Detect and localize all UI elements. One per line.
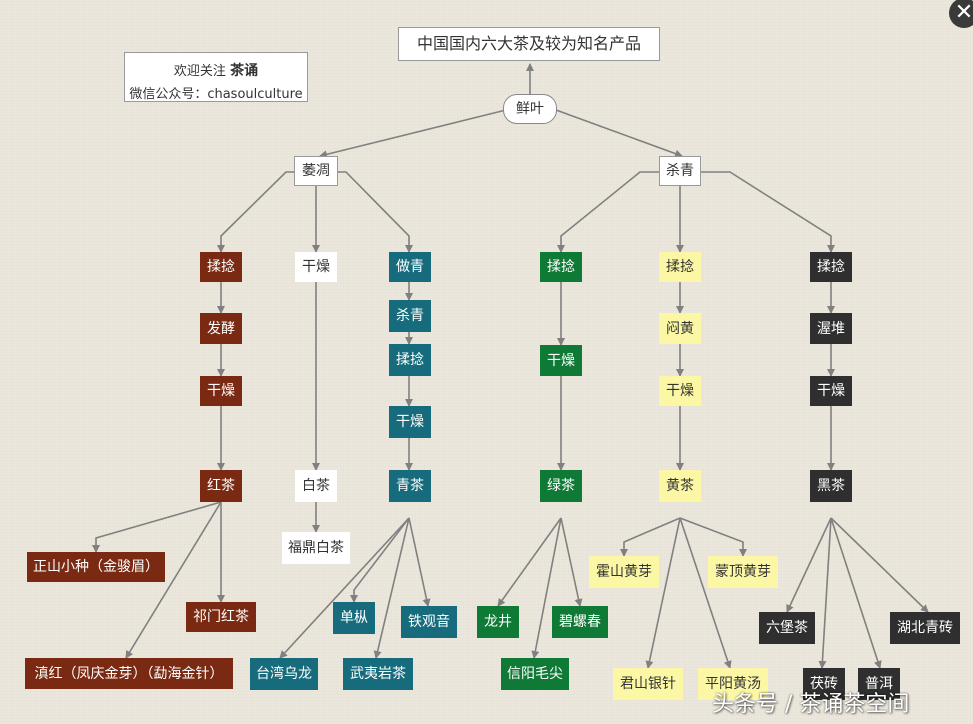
node-green-drying: 干燥 (540, 345, 582, 376)
node-dark-drying: 干燥 (810, 376, 852, 406)
node-yellow-drying: 干燥 (659, 376, 701, 406)
account-welcome-line: 欢迎关注 茶诵 (125, 60, 307, 80)
diagram-title: 中国国内六大茶及较为知名产品 (398, 27, 660, 61)
product-huoshan-huangya: 霍山黄芽 (589, 556, 659, 588)
node-white-tea: 白茶 (295, 470, 337, 502)
node-oolong-rolling: 揉捻 (389, 344, 431, 376)
product-longjing: 龙井 (477, 606, 519, 638)
node-red-tea: 红茶 (200, 470, 242, 502)
product-wuyi-rock-tea: 武夷岩茶 (343, 658, 413, 690)
watermark: 头条号 / 茶诵茶空间 (712, 692, 910, 717)
close-icon[interactable]: ✕ (949, 0, 973, 28)
node-fresh-leaf: 鲜叶 (503, 94, 557, 124)
node-oolong-drying: 干燥 (389, 406, 431, 438)
product-biluochun: 碧螺春 (552, 606, 608, 638)
node-red-rolling: 揉捻 (200, 252, 242, 282)
product-tieguanyin: 铁观音 (401, 606, 457, 638)
node-yellow-yellowing: 闷黄 (659, 313, 701, 344)
product-fuzhuan: 茯砖 (803, 668, 845, 700)
node-dark-tea: 黑茶 (810, 470, 852, 502)
node-white-drying: 干燥 (295, 252, 337, 282)
node-withering: 萎凋 (294, 156, 338, 186)
product-dancong: 单枞 (333, 602, 375, 634)
node-green-tea: 绿茶 (540, 470, 582, 502)
node-yellow-rolling: 揉捻 (659, 252, 701, 282)
account-info-box: 欢迎关注 茶诵 微信公众号：chasoulculture (124, 52, 308, 102)
account-name: 茶诵 (230, 63, 259, 79)
product-pingyang-huangtang: 平阳黄汤 (698, 668, 768, 700)
node-oolong-fixing: 杀青 (389, 300, 431, 332)
product-mengding-huangya: 蒙顶黄芽 (708, 556, 778, 588)
product-puer: 普洱 (858, 668, 900, 700)
node-yellow-tea: 黄茶 (659, 470, 701, 502)
node-red-drying: 干燥 (200, 376, 242, 406)
product-liubao: 六堡茶 (759, 612, 815, 644)
product-fuding-white: 福鼎白茶 (282, 532, 350, 564)
node-oolong-tea: 青茶 (389, 470, 431, 502)
node-oolong-shaking: 做青 (389, 252, 431, 282)
node-dark-rolling: 揉捻 (810, 252, 852, 282)
node-fixing: 杀青 (659, 156, 701, 186)
node-green-rolling: 揉捻 (540, 252, 582, 282)
product-hubei-qingzhuan: 湖北青砖 (890, 612, 960, 644)
wechat-id: 微信公众号：chasoulculture (129, 87, 303, 102)
node-dark-piling: 渥堆 (810, 313, 852, 344)
product-dianhong: 滇红（凤庆金芽）（勐海金针） (25, 658, 233, 689)
welcome-text: 欢迎关注 (173, 64, 226, 79)
product-taiwan-oolong: 台湾乌龙 (250, 658, 318, 690)
product-xinyang-maojian: 信阳毛尖 (501, 658, 569, 690)
product-junshan-yinzhen: 君山银针 (613, 668, 683, 700)
product-zhengshan-xiaozhong: 正山小种（金骏眉） (27, 552, 165, 582)
node-red-fermenting: 发酵 (200, 313, 242, 344)
product-keemun: 祁门红茶 (186, 602, 256, 632)
